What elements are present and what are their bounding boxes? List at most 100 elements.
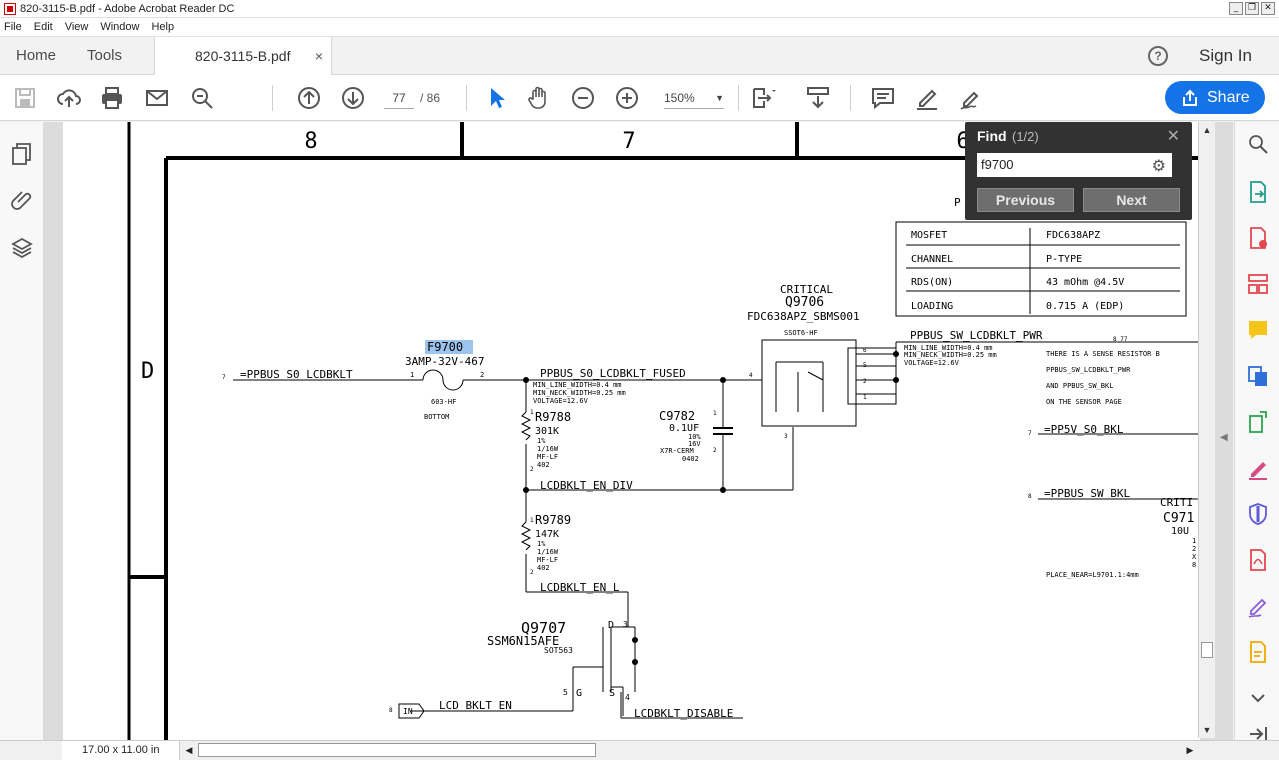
table-val-loading: 0.715 A (EDP) — [1046, 301, 1124, 312]
select-cursor-icon[interactable] — [483, 85, 509, 111]
organize-pages-icon[interactable] — [1246, 272, 1270, 296]
page-down-icon[interactable] — [340, 85, 366, 111]
layers-icon[interactable] — [10, 236, 34, 260]
share-button[interactable]: Share — [1165, 81, 1265, 114]
find-input[interactable]: f9700 — [977, 153, 1172, 177]
hand-icon[interactable] — [526, 85, 552, 111]
toolbar-divider — [850, 85, 851, 111]
q9706-ref: Q9706 — [785, 295, 824, 310]
scroll-right-icon[interactable]: ▶ — [1183, 741, 1197, 760]
r9788-size: 402 — [537, 461, 550, 469]
highlight-icon[interactable] — [914, 85, 940, 111]
protect-icon[interactable] — [1246, 502, 1270, 526]
ppbus-bkl-sheet: 8 — [1028, 493, 1032, 500]
zoom-select[interactable]: 150%▼ — [664, 87, 724, 109]
help-icon[interactable]: ? — [1148, 46, 1168, 66]
fuse-ref: F9700 — [427, 340, 463, 354]
find-result-count: (1/2) — [1012, 129, 1039, 144]
send-comments-icon[interactable] — [1246, 640, 1270, 664]
create-pdf-icon[interactable] — [1246, 226, 1270, 250]
q9707-g: G — [576, 688, 582, 699]
compress-pdf-icon[interactable] — [1246, 410, 1270, 434]
tab-document[interactable]: 820-3115-B.pdf × — [154, 37, 332, 76]
zoom-in-icon[interactable] — [614, 85, 640, 111]
menu-window[interactable]: Window — [100, 21, 139, 33]
table-key-loading: LOADING — [911, 301, 953, 312]
pdf-app-icon — [4, 3, 16, 15]
r9789-power: 1/16W — [537, 548, 559, 556]
scroll-mode-icon[interactable] — [805, 85, 831, 111]
adobe-pdf-icon[interactable] — [1246, 548, 1270, 572]
page-fit-icon[interactable] — [750, 85, 776, 111]
window-controls: _ ❐ ✕ — [1229, 2, 1275, 15]
vertical-scrollbar[interactable]: ▲ ▼ — [1198, 122, 1215, 738]
close-tab-icon[interactable]: × — [315, 37, 323, 75]
search-zoom-icon[interactable] — [1246, 132, 1270, 156]
out-prop-3: VOLTAGE=12.6V — [904, 359, 960, 367]
find-panel: Find (1/2) ✕ f9700 ⚙ Previous Next — [965, 122, 1192, 220]
menu-edit[interactable]: Edit — [34, 21, 53, 33]
fused-prop-3: VOLTAGE=12.6V — [533, 397, 589, 405]
r9788-pin1: 1 — [530, 409, 534, 416]
page-number-input[interactable]: 77 — [384, 87, 414, 109]
fill-sign-icon[interactable] — [1246, 456, 1270, 480]
search-zoom-icon[interactable] — [189, 85, 215, 111]
c971-frag-2: 2 — [1192, 545, 1196, 553]
r9788-value: 301K — [535, 426, 559, 437]
sign-in-link[interactable]: Sign In — [1199, 37, 1252, 75]
left-navigation-pane — [0, 122, 44, 742]
export-pdf-icon[interactable] — [1246, 180, 1270, 204]
comment-tool-icon[interactable] — [1246, 318, 1270, 342]
fuse-pin1: 1 — [410, 371, 414, 379]
scroll-up-icon[interactable]: ▲ — [1199, 122, 1215, 138]
zoom-out-icon[interactable] — [570, 85, 596, 111]
restore-button[interactable]: ❐ — [1245, 2, 1259, 15]
gear-icon[interactable]: ⚙ — [1152, 156, 1166, 175]
r9788-ref: R9788 — [535, 410, 571, 424]
signature-icon[interactable] — [1246, 594, 1270, 618]
email-icon[interactable] — [144, 85, 170, 111]
comment-icon[interactable] — [870, 85, 896, 111]
pp5v-sheet: 7 — [1028, 430, 1032, 437]
title-bar: 820-3115-B.pdf - Adobe Acrobat Reader DC… — [0, 0, 1279, 18]
page-thumbnails-icon[interactable] — [10, 142, 34, 166]
combine-files-icon[interactable] — [1246, 364, 1270, 388]
q9706-pin-s2: 5 — [863, 362, 867, 369]
close-window-button[interactable]: ✕ — [1261, 2, 1275, 15]
fuse-side: BOTTOM — [424, 413, 449, 421]
tab-tools[interactable]: Tools — [87, 37, 122, 75]
attachments-icon[interactable] — [10, 188, 34, 212]
upload-icon[interactable] — [56, 85, 82, 111]
find-previous-button[interactable]: Previous — [977, 188, 1074, 212]
scroll-down-icon[interactable]: ▼ — [1199, 722, 1215, 738]
q9706-pin-s1: 6 — [863, 347, 867, 354]
print-icon[interactable] — [99, 85, 125, 111]
minimize-button[interactable]: _ — [1229, 2, 1243, 15]
q9707-pin4: 4 — [625, 693, 630, 702]
close-icon[interactable]: ✕ — [1167, 126, 1180, 146]
row-label-d: D — [141, 359, 154, 384]
r9789-value: 147K — [535, 529, 559, 540]
find-next-button[interactable]: Next — [1083, 188, 1180, 212]
q9707-d: D — [608, 620, 614, 631]
q9706-pin-s3: 2 — [863, 378, 867, 385]
collapse-right-pane-icon[interactable]: ◀ — [1220, 432, 1228, 443]
scrollbar-thumb[interactable] — [1201, 642, 1213, 658]
menu-help[interactable]: Help — [151, 21, 174, 33]
sign-icon[interactable] — [958, 85, 984, 111]
status-bar: 17.00 x 11.00 in ◀ ▶ — [0, 740, 1279, 760]
net-out-sheets: 8 77 — [1113, 336, 1128, 343]
menu-file[interactable]: File — [4, 21, 22, 33]
save-icon[interactable] — [12, 85, 38, 111]
tab-home[interactable]: Home — [16, 37, 56, 75]
chevron-down-icon[interactable] — [1246, 686, 1270, 710]
r9789-ref: R9789 — [535, 513, 571, 527]
menu-view[interactable]: View — [65, 21, 89, 33]
page-up-icon[interactable] — [296, 85, 322, 111]
horizontal-scrollbar[interactable]: ◀ ▶ — [182, 741, 1197, 760]
scroll-left-icon[interactable]: ◀ — [182, 741, 196, 760]
horizontal-scrollbar-thumb[interactable] — [198, 743, 596, 757]
net-in-label: =PPBUS_S0_LCDBKLT — [240, 368, 353, 381]
c9782-size: 0402 — [682, 455, 699, 463]
note-line-4: ON THE SENSOR PAGE — [1046, 398, 1122, 406]
